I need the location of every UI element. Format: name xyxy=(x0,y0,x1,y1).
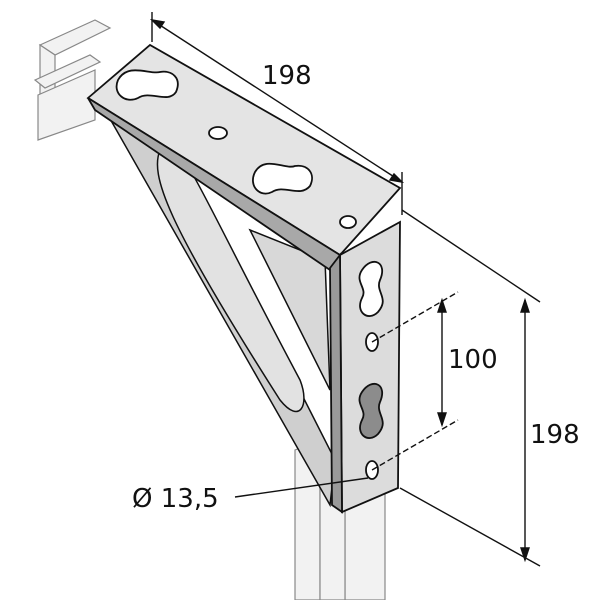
slot-hole xyxy=(252,162,313,195)
hole-diameter-leader xyxy=(234,477,369,498)
slot-hole xyxy=(358,260,384,317)
diagonal-strut xyxy=(103,94,336,508)
arm-length-label: 198 xyxy=(262,61,312,91)
top-arm xyxy=(86,43,402,272)
hole-spacing-label: 100 xyxy=(448,345,498,375)
slot-hole xyxy=(358,382,384,439)
hole-diameter-label: Ø 13,5 xyxy=(132,484,219,514)
slot-hole xyxy=(115,69,179,101)
dimension-height xyxy=(399,209,541,567)
height-label: 198 xyxy=(530,420,580,450)
round-hole xyxy=(339,215,357,229)
mounting-rail-horizontal xyxy=(33,19,112,141)
vertical-plate xyxy=(329,220,401,514)
dimension-hole-spacing xyxy=(371,291,459,471)
round-hole xyxy=(208,126,228,140)
dimension-arm-length xyxy=(149,12,405,215)
